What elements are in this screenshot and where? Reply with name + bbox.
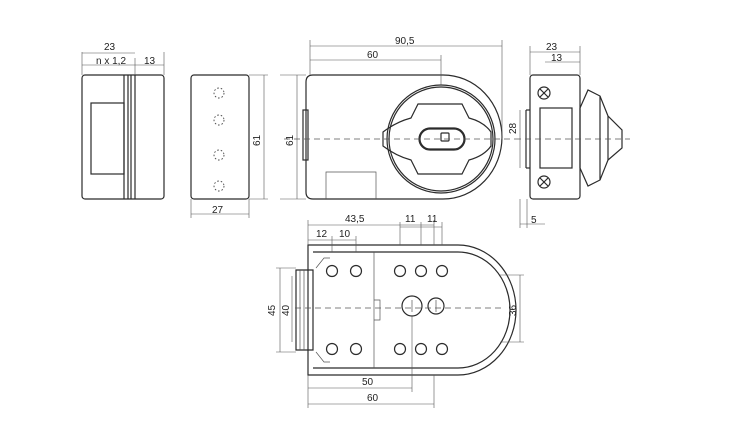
dotted-hole-1 [213, 87, 225, 99]
dim-45: 45 [267, 304, 278, 316]
mount-hole-3 [393, 264, 407, 278]
side-view-right [515, 46, 630, 228]
mount-hole-7 [349, 342, 363, 356]
dim-90-5: 90,5 [395, 36, 415, 47]
dim-12: 12 [316, 229, 328, 240]
narrow-view [190, 74, 268, 218]
mount-hole-6 [325, 342, 339, 356]
dim-36: 36 [508, 304, 519, 316]
dim-11-a: 11 [405, 214, 416, 225]
dim-23-left: 23 [104, 42, 116, 53]
dim-60-bottom: 60 [367, 393, 379, 404]
mount-hole-8 [393, 342, 407, 356]
dim-43-5: 43,5 [345, 214, 365, 225]
dim-28: 28 [508, 122, 519, 134]
dim-61-b: 61 [285, 134, 296, 146]
dim-60-top: 60 [367, 50, 379, 61]
dim-nx12: n x 1,2 [96, 56, 126, 67]
dim-61-a: 61 [252, 134, 263, 146]
dim-11-b: 11 [427, 214, 438, 225]
mount-hole-1 [325, 264, 339, 278]
mount-hole-4 [414, 264, 428, 278]
front-view [280, 40, 515, 200]
dim-10: 10 [339, 229, 351, 240]
dotted-hole-2 [213, 114, 225, 126]
dotted-hole-4 [213, 180, 225, 192]
dim-40: 40 [281, 304, 292, 316]
side-view-left [81, 52, 165, 200]
mount-hole-9 [414, 342, 428, 356]
back-view [276, 220, 524, 408]
dim-13-left: 13 [144, 56, 156, 67]
mount-hole-5 [435, 264, 449, 278]
mount-hole-2 [349, 264, 363, 278]
dim-23-right: 23 [546, 42, 558, 53]
dotted-hole-3 [213, 149, 225, 161]
dim-5: 5 [531, 215, 537, 226]
dim-13-right: 13 [551, 53, 563, 64]
mount-hole-10 [435, 342, 449, 356]
dim-27: 27 [212, 205, 224, 216]
dim-50: 50 [362, 377, 374, 388]
